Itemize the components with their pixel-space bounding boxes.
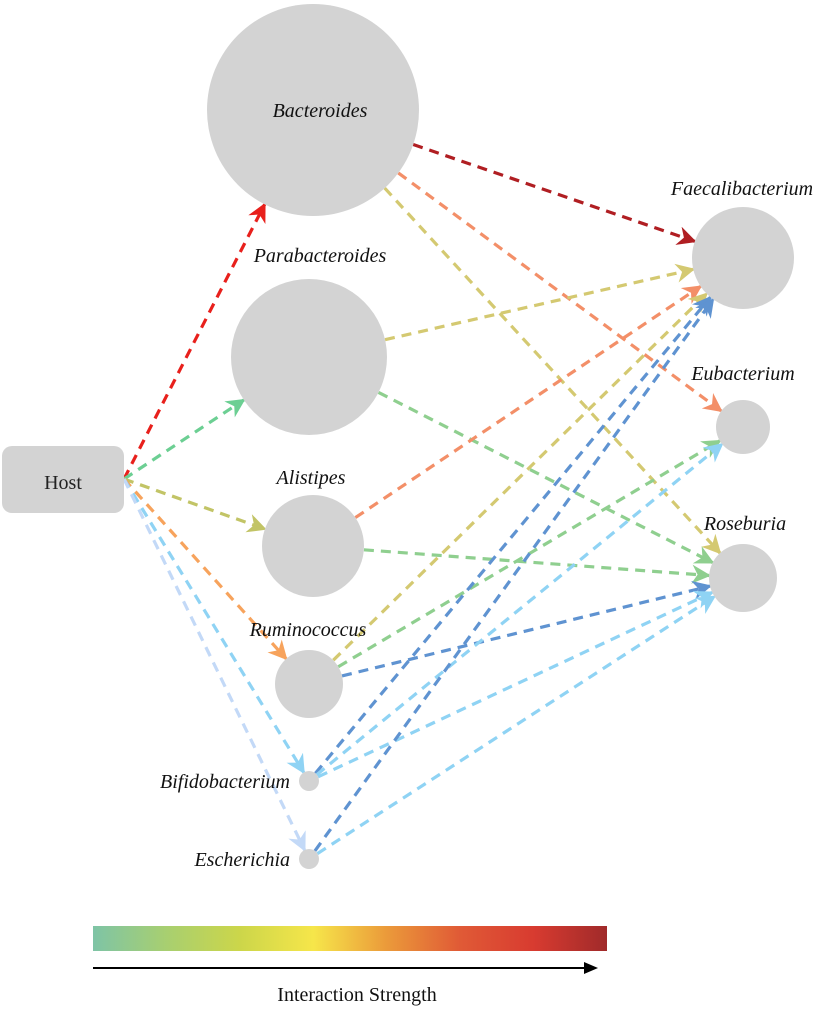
edge-escherichia-to-faecalibacterium [313,297,715,852]
edge-ruminococcus-to-faecalibacterium [332,292,708,662]
edge-escherichia-to-roseburia [316,595,717,855]
node-ruminococcus[interactable] [275,650,343,718]
node-label-parabacteroides: Parabacteroides [253,245,387,267]
edge-alistipes-to-roseburia [363,548,712,584]
edge-host-to-bifidobacterium [122,478,306,775]
edge-bifidobacterium-to-roseburia [317,590,714,779]
host-node[interactable] [2,446,124,513]
edge-alistipes-to-faecalibacterium [354,285,703,519]
edge-host-to-alistipes [123,477,267,533]
legend-label: Interaction Strength [277,984,436,1006]
node-alistipes[interactable] [262,495,364,597]
edge-host-to-escherichia [122,478,307,852]
node-label-alistipes: Alistipes [275,467,346,489]
edge-parabacteroides-to-roseburia [377,390,715,565]
edge-ruminococcus-to-roseburia [341,580,712,678]
legend-arrowhead [584,962,598,974]
nodes-layer: Host [2,4,794,869]
node-label-faecalibacterium: Faecalibacterium [670,178,813,200]
edge-bacteroides-to-faecalibacterium [412,142,697,245]
legend-gradient-bar [93,926,607,951]
edge-host-to-ruminococcus [122,477,288,661]
node-bacteroides[interactable] [207,4,419,216]
edge-host-to-bacteroides [122,202,267,480]
node-eubacterium[interactable] [716,400,770,454]
edge-bifidobacterium-to-faecalibacterium [314,295,712,775]
edge-bacteroides-to-roseburia [383,187,722,555]
node-label-roseburia: Roseburia [703,513,786,535]
node-roseburia[interactable] [709,544,777,612]
legend: Interaction Strength [93,926,607,1006]
node-label-bifidobacterium: Bifidobacterium [160,771,290,793]
edge-host-to-parabacteroides [123,398,246,481]
edge-bifidobacterium-to-eubacterium [315,442,724,776]
node-parabacteroides[interactable] [231,279,387,435]
node-bifidobacterium[interactable] [299,771,319,791]
node-faecalibacterium[interactable] [692,207,794,309]
edge-bacteroides-to-eubacterium [397,171,723,413]
labels-layer: BacteroidesParabacteroidesAlistipesRumin… [160,100,813,871]
node-label-ruminococcus: Ruminococcus [249,619,367,641]
node-escherichia[interactable] [299,849,319,869]
node-label-eubacterium: Eubacterium [690,363,794,385]
host-label: Host [44,472,82,494]
node-label-escherichia: Escherichia [193,849,290,871]
edge-parabacteroides-to-faecalibacterium [384,263,696,342]
node-label-bacteroides: Bacteroides [273,100,368,122]
edges-layer [122,142,724,855]
